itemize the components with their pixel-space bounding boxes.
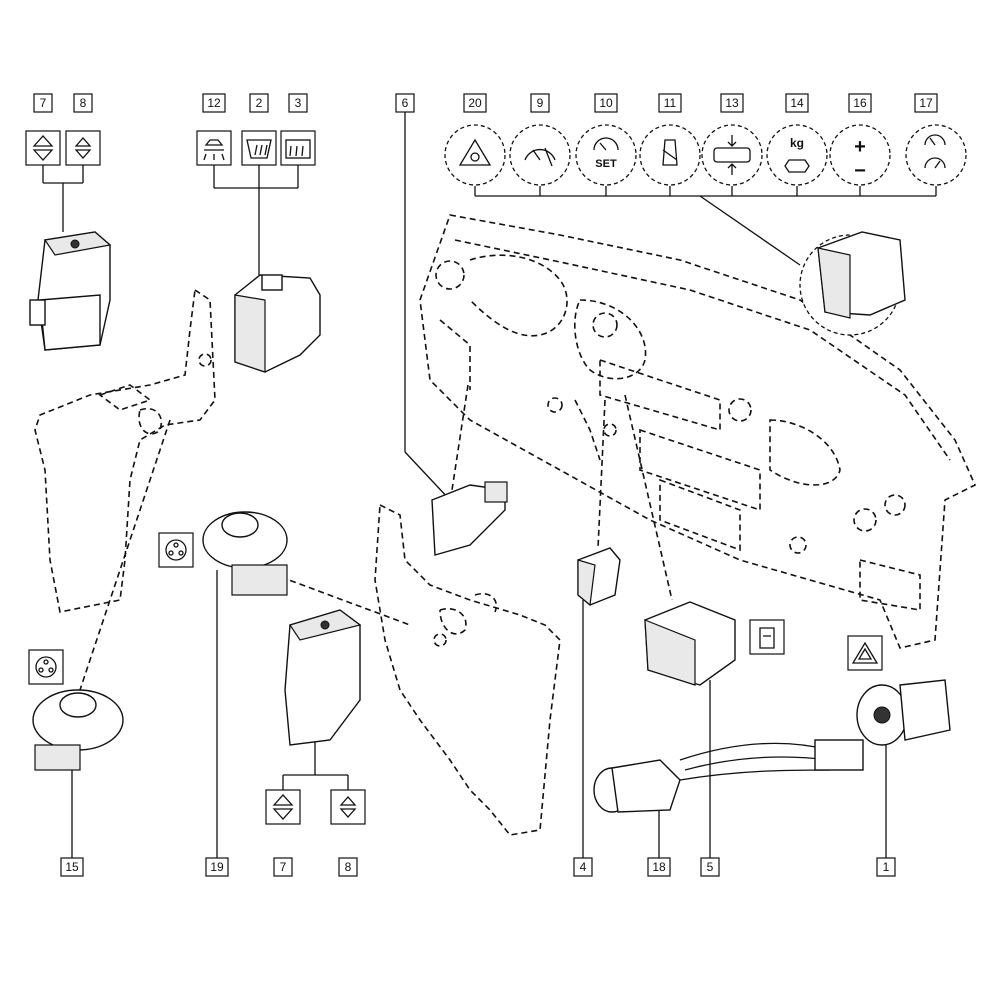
callout-10-label: 10 bbox=[599, 96, 613, 110]
callout-8-bottom: 8 bbox=[338, 857, 358, 877]
callout-8-top-label: 8 bbox=[80, 96, 87, 110]
callout-19-label: 19 bbox=[210, 860, 224, 874]
callout-11: 11 bbox=[658, 93, 682, 113]
callout-5-label: 5 bbox=[707, 860, 714, 874]
plus-minus-symbol-circle-16: + − bbox=[829, 124, 891, 186]
minus-symbol-text: − bbox=[854, 160, 866, 182]
hazard-switch-item-1 bbox=[856, 679, 951, 746]
left-door-panel-outline bbox=[34, 288, 216, 613]
mirror-knob-item-15 bbox=[32, 689, 124, 771]
esp-off-symbol-circle-20 bbox=[444, 124, 506, 186]
callout-19: 19 bbox=[205, 857, 229, 877]
callout-4: 4 bbox=[573, 857, 593, 877]
clip-item-4 bbox=[577, 547, 621, 607]
speed-limiter-symbol-circle-9 bbox=[509, 124, 571, 186]
callout-14: 14 bbox=[785, 93, 809, 113]
callout-12-label: 12 bbox=[207, 96, 221, 110]
interior-light-symbol-box-12 bbox=[196, 130, 232, 166]
callout-18-label: 18 bbox=[652, 860, 666, 874]
window-switch-center bbox=[284, 609, 362, 746]
kg-symbol-text: kg bbox=[790, 136, 804, 150]
callout-16-label: 16 bbox=[853, 96, 867, 110]
callout-17: 17 bbox=[914, 93, 938, 113]
seat-belt-symbol-circle-11 bbox=[639, 124, 701, 186]
suspension-symbol-circle-13 bbox=[701, 124, 763, 186]
callout-7-top: 7 bbox=[33, 93, 53, 113]
dashboard-outline bbox=[419, 214, 977, 649]
up-down-symbol-box-7-bottom bbox=[265, 789, 301, 825]
callout-4-label: 4 bbox=[580, 860, 587, 874]
callout-3-label: 3 bbox=[295, 96, 302, 110]
rotary-switch-item-18 bbox=[593, 739, 864, 813]
callout-15-label: 15 bbox=[65, 860, 79, 874]
callout-10: 10 bbox=[594, 93, 618, 113]
lock-symbol-box bbox=[749, 619, 785, 655]
rear-defrost-symbol-box-3 bbox=[280, 130, 316, 166]
callout-15: 15 bbox=[60, 857, 84, 877]
callout-1: 1 bbox=[876, 857, 896, 877]
module-item-5 bbox=[644, 601, 736, 686]
callout-13-label: 13 bbox=[725, 96, 739, 110]
callout-7-top-label: 7 bbox=[40, 96, 47, 110]
callout-9-label: 9 bbox=[537, 96, 544, 110]
callout-6-label: 6 bbox=[402, 96, 409, 110]
callout-7-bottom: 7 bbox=[273, 857, 293, 877]
cruise-switch-block bbox=[799, 231, 906, 336]
callout-20-label: 20 bbox=[468, 96, 482, 110]
callout-3: 3 bbox=[288, 93, 308, 113]
callout-11-label: 11 bbox=[664, 96, 677, 110]
callout-14-label: 14 bbox=[790, 96, 804, 110]
callout-20: 20 bbox=[463, 93, 487, 113]
defrost-switch-block bbox=[234, 274, 321, 373]
callout-7-bottom-label: 7 bbox=[280, 860, 287, 874]
callout-2-label: 2 bbox=[256, 96, 263, 110]
mirror-adjust-symbol-box-15 bbox=[28, 649, 64, 685]
mirror-adjust-symbol-box-19 bbox=[158, 532, 194, 568]
windscreen-defrost-symbol-box-2 bbox=[241, 130, 277, 166]
callout-9: 9 bbox=[530, 93, 550, 113]
callout-1-label: 1 bbox=[883, 860, 890, 874]
set-symbol-text: SET bbox=[595, 158, 617, 170]
auto-up-down-symbol-box-8-bottom bbox=[330, 789, 366, 825]
callout-18: 18 bbox=[647, 857, 671, 877]
load-symbol-circle-14: kg bbox=[766, 124, 828, 186]
leader-lines bbox=[42, 112, 937, 858]
right-door-panel-outline bbox=[374, 503, 561, 836]
callout-6: 6 bbox=[395, 93, 415, 113]
callout-12: 12 bbox=[202, 93, 226, 113]
auto-up-down-symbol-box-8-top bbox=[65, 130, 101, 166]
callout-16: 16 bbox=[848, 93, 872, 113]
callout-17-label: 17 bbox=[919, 96, 933, 110]
callout-8-top: 8 bbox=[73, 93, 93, 113]
callout-5: 5 bbox=[700, 857, 720, 877]
window-switch-top-left bbox=[29, 231, 112, 351]
hazard-symbol-box bbox=[847, 635, 883, 671]
callout-13: 13 bbox=[720, 93, 744, 113]
mirror-knob-item-19 bbox=[202, 511, 288, 596]
connector-item-6 bbox=[431, 481, 508, 556]
cruise-set-symbol-circle-10: SET bbox=[575, 124, 637, 186]
callout-8-bottom-label: 8 bbox=[345, 860, 352, 874]
plus-symbol-text: + bbox=[854, 136, 866, 158]
callout-2: 2 bbox=[249, 93, 269, 113]
speed-symbol-circle-17 bbox=[905, 124, 967, 186]
up-down-symbol-box-7-top bbox=[25, 130, 61, 166]
